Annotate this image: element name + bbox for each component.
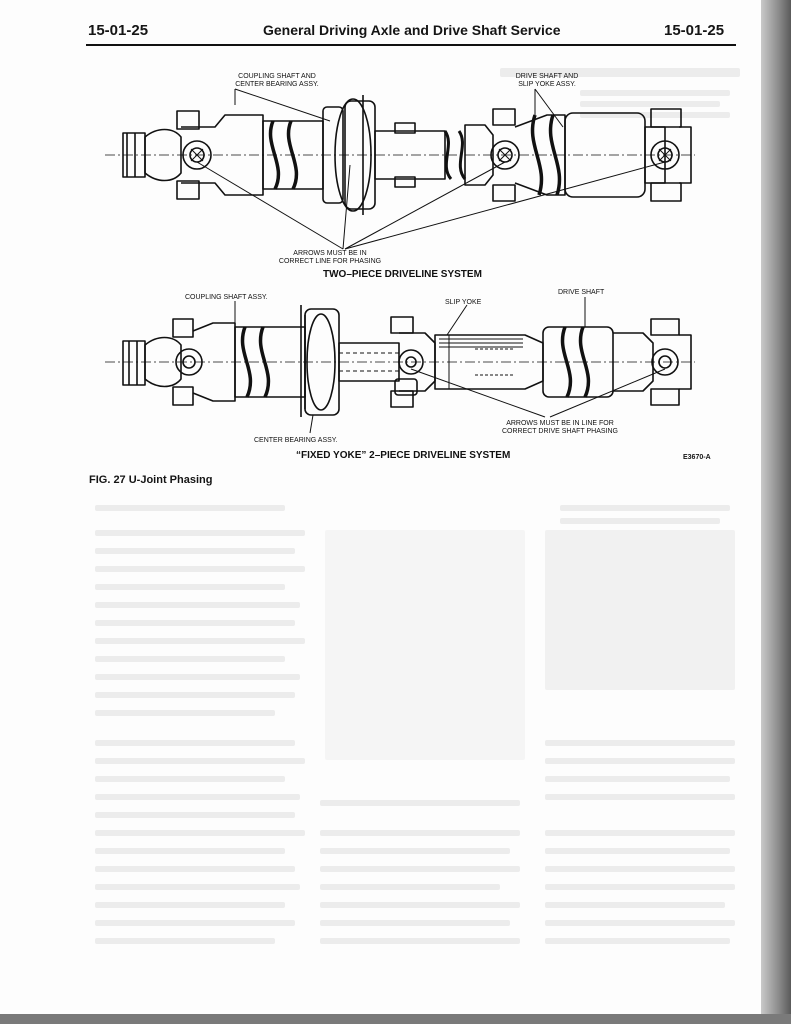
label-coupling-shaft-center-bearing: COUPLING SHAFT AND CENTER BEARING ASSY. [235, 73, 319, 88]
label-slip-yoke: SLIP YOKE [445, 299, 482, 306]
two-piece-driveline-drawing [105, 88, 695, 250]
label-arrows-phasing-top: ARROWS MUST BE IN CORRECT LINE FOR PHASI… [278, 250, 382, 265]
label-drive-shaft-slip-yoke: DRIVE SHAFT AND SLIP YOKE ASSY. [515, 73, 579, 88]
header-rule [86, 44, 736, 46]
fixed-yoke-system-title: “FIXED YOKE” 2–PIECE DRIVELINE SYSTEM [296, 450, 511, 461]
page-number-left: 15-01-25 [88, 22, 149, 39]
two-piece-system-title: TWO–PIECE DRIVELINE SYSTEM [323, 269, 482, 280]
scan-edge-right [761, 0, 791, 1024]
u-joint-phasing-illustration [105, 88, 695, 434]
figure-caption: FIG. 27 U-Joint Phasing [89, 474, 213, 486]
fixed-yoke-driveline-drawing [105, 297, 695, 434]
page-number-right: 15-01-25 [664, 22, 725, 39]
label-center-bearing-assy: CENTER BEARING ASSY. [254, 437, 338, 444]
label-drive-shaft: DRIVE SHAFT [558, 289, 605, 296]
page-title: General Driving Axle and Drive Shaft Ser… [263, 22, 561, 38]
label-arrows-phasing-bottom: ARROWS MUST BE IN LINE FOR CORRECT DRIVE… [501, 420, 619, 435]
illustration-code: E3670-A [683, 454, 711, 461]
label-coupling-shaft-assy: COUPLING SHAFT ASSY. [185, 294, 268, 301]
scan-edge-bottom [0, 1014, 791, 1024]
